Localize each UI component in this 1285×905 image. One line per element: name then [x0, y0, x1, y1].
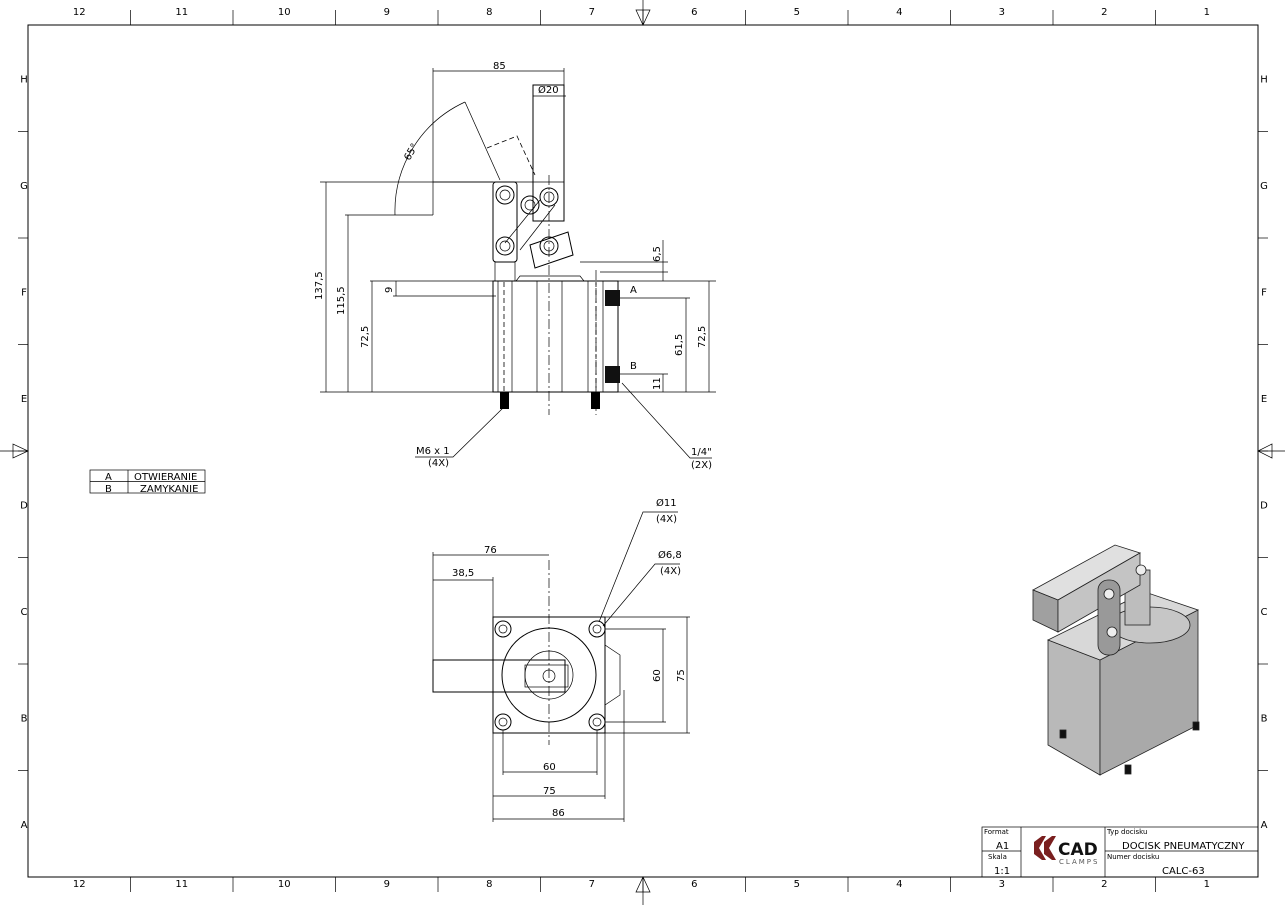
- column-label-bottom: 11: [175, 879, 188, 890]
- column-label-bottom: 1: [1204, 879, 1210, 890]
- cad-clamps-logo: CAD CLAMPS: [1034, 836, 1099, 866]
- column-label-top: 10: [278, 7, 291, 18]
- legend-value-b: ZAMYKANIE: [140, 484, 198, 495]
- dim-angle-65: 65°: [402, 142, 420, 163]
- side-view: A B 85 Ø20 65°: [314, 61, 716, 471]
- column-label-top: 7: [589, 7, 595, 18]
- column-label-bottom: 9: [384, 879, 390, 890]
- hole-6-8-qty: (4X): [660, 566, 681, 577]
- row-label-right: H: [1260, 74, 1268, 85]
- column-label-top: 5: [794, 7, 800, 18]
- dim-115-5: 115,5: [336, 286, 347, 315]
- port-b-label: B: [630, 361, 637, 372]
- column-label-bottom: 2: [1101, 879, 1107, 890]
- column-label-top: 6: [691, 7, 697, 18]
- number-value: CALC-63: [1162, 866, 1205, 877]
- center-mark-left: [0, 443, 29, 459]
- row-label-left: E: [21, 394, 27, 405]
- dim-6-5: 6,5: [652, 246, 663, 262]
- scale-label: Skala: [988, 853, 1007, 861]
- column-label-top: 2: [1101, 7, 1107, 18]
- column-label-bottom: 5: [794, 879, 800, 890]
- port-a-label: A: [630, 285, 637, 296]
- row-label-right: G: [1260, 181, 1268, 192]
- row-label-right: F: [1261, 287, 1267, 298]
- dim-60-horizontal: 60: [543, 762, 556, 773]
- type-label: Typ docisku: [1106, 828, 1147, 836]
- column-label-top: 12: [73, 7, 86, 18]
- legend-value-a: OTWIERANIE: [134, 472, 197, 483]
- column-label-top: 8: [486, 7, 492, 18]
- dim-72-5-right: 72,5: [697, 326, 708, 348]
- pin-icons: [495, 185, 559, 256]
- dim-61-5: 61,5: [674, 334, 685, 356]
- dim-diameter-20: Ø20: [538, 84, 559, 96]
- dim-11: 11: [652, 377, 663, 390]
- number-label: Numer docisku: [1107, 853, 1159, 861]
- column-label-top: 3: [999, 7, 1005, 18]
- type-value: DOCISK PNEUMATYCZNY: [1122, 841, 1245, 852]
- dim-72-5-left: 72,5: [360, 326, 371, 348]
- column-label-bottom: 7: [589, 879, 595, 890]
- row-label-right: E: [1261, 394, 1267, 405]
- logo-main: CAD: [1058, 840, 1098, 860]
- dim-75-horizontal: 75: [543, 786, 556, 797]
- isometric-view: [1032, 544, 1200, 776]
- hole-11-qty: (4X): [656, 514, 677, 525]
- port-qty: (2X): [691, 460, 712, 471]
- center-mark-right: [1257, 443, 1285, 459]
- column-label-top: 4: [896, 7, 902, 18]
- row-label-right: C: [1261, 607, 1268, 618]
- column-label-top: 11: [175, 7, 188, 18]
- column-label-bottom: 12: [73, 879, 86, 890]
- center-mark-bottom: [635, 876, 651, 905]
- column-label-bottom: 8: [486, 879, 492, 890]
- logo-sub: CLAMPS: [1059, 858, 1099, 866]
- mounting-hole-icons: [494, 620, 606, 731]
- thread-qty: (4X): [428, 458, 449, 469]
- format-value: A1: [996, 841, 1009, 852]
- row-label-left: H: [20, 74, 28, 85]
- thread-callout: M6 x 1: [416, 446, 450, 457]
- dim-60-vertical: 60: [652, 669, 663, 682]
- dim-38-5: 38,5: [452, 568, 474, 579]
- dim-76: 76: [484, 545, 497, 556]
- dim-137-5: 137,5: [314, 271, 325, 300]
- dim-86: 86: [552, 808, 565, 819]
- column-label-top: 9: [384, 7, 390, 18]
- center-mark-top: [635, 0, 651, 26]
- dim-85: 85: [493, 61, 506, 72]
- column-label-bottom: 6: [691, 879, 697, 890]
- port-legend-table: A OTWIERANIE B ZAMYKANIE: [89, 469, 206, 495]
- column-label-top: 1: [1204, 7, 1210, 18]
- row-label-right: D: [1260, 500, 1268, 511]
- row-label-left: A: [21, 820, 28, 831]
- row-label-left: D: [20, 500, 28, 511]
- format-label: Format: [984, 828, 1009, 836]
- legend-key-b: B: [105, 484, 112, 495]
- row-label-left: C: [21, 607, 28, 618]
- row-label-left: F: [21, 287, 27, 298]
- dim-9: 9: [384, 287, 395, 293]
- row-label-left: B: [21, 713, 28, 724]
- row-label-right: B: [1261, 713, 1268, 724]
- column-label-bottom: 3: [999, 879, 1005, 890]
- scale-value: 1:1: [994, 866, 1010, 877]
- column-label-bottom: 10: [278, 879, 291, 890]
- row-label-left: G: [20, 181, 28, 192]
- top-view: 76 38,5 Ø11 (4X) Ø6,8 (4X) 60 75 60 75 8…: [432, 497, 690, 822]
- port-callout: 1/4": [691, 447, 712, 458]
- row-label-right: A: [1261, 820, 1268, 831]
- column-label-bottom: 4: [896, 879, 902, 890]
- title-block: Format A1 Skala 1:1 CAD CLAMPS Typ docis…: [981, 826, 1259, 878]
- hole-11-callout: Ø11: [656, 497, 677, 509]
- legend-key-a: A: [105, 472, 112, 483]
- dim-75-vertical: 75: [676, 669, 687, 682]
- hole-6-8-callout: Ø6,8: [658, 549, 682, 561]
